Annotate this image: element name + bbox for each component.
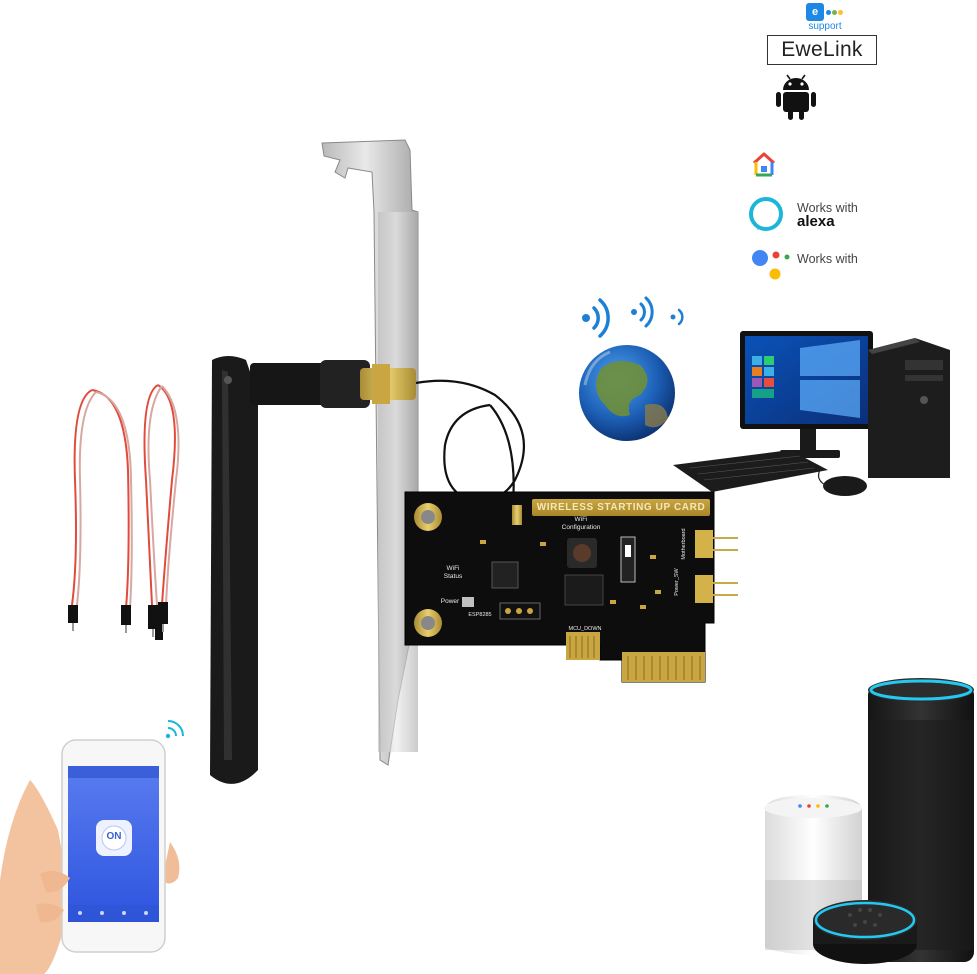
- alexa-icon: [749, 197, 783, 231]
- google-home-icon: [752, 152, 776, 177]
- google-assistant-icon: [752, 250, 790, 280]
- esupport-logo-icon: e: [806, 3, 824, 21]
- alexa-brand-text: alexa: [797, 213, 835, 230]
- wifi-signal-icon: [582, 296, 684, 338]
- google-works-with: Works with: [797, 252, 858, 266]
- android-icon: [776, 74, 816, 120]
- pcb-board: [404, 491, 738, 683]
- pcb-motherboard-label: Motherboard: [681, 528, 687, 560]
- antenna-icon: [210, 356, 416, 784]
- pcb-title-label: WIRELESS STARTING UP CARD: [532, 499, 710, 516]
- pcb-power-sw-label: Power_SW: [674, 568, 680, 596]
- alexa-compat-text: Works with alexa: [797, 201, 858, 229]
- smartphone-icon: [0, 720, 184, 974]
- pcb-esp-label: ESP8285: [468, 612, 492, 618]
- ewelink-badge: EweLink: [767, 35, 877, 65]
- esupport-logo: e support: [800, 2, 850, 32]
- esupport-dots: [826, 2, 844, 20]
- pci-bracket: [321, 139, 419, 766]
- pcb-mcu-down-label: MCU_DOWN: [568, 626, 602, 632]
- app-on-button[interactable]: ON: [106, 831, 122, 842]
- desktop-computer-icon: [673, 331, 950, 496]
- jumper-wires-icon: [71, 384, 180, 609]
- smart-speaker-icon: [764, 678, 974, 964]
- pcb-power-label: Power: [440, 598, 460, 605]
- jumper-connectors: [68, 602, 168, 640]
- esupport-label: support: [808, 21, 842, 32]
- globe-icon: [579, 345, 675, 441]
- alexa-works-with: Works with: [797, 201, 858, 215]
- pcb-wifi-status-label: WiFi Status: [443, 565, 463, 580]
- pcb-wifi-config-label: WiFi Configuration: [561, 516, 601, 531]
